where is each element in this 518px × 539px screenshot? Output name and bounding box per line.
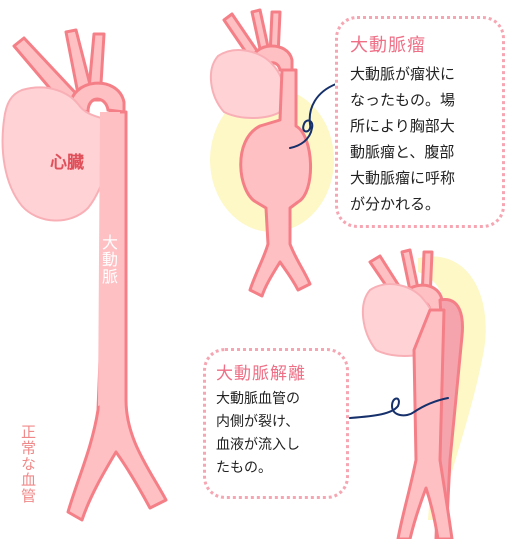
normal-aortic-arch (68, 81, 126, 114)
dissection-leader-line (349, 397, 449, 419)
dissection-true-lumen (396, 308, 454, 539)
dissection-callout: 大動脈解離 大動脈血管の 内側が裂け、 血液が流入し たもの。 (203, 348, 349, 499)
heart-label: 心臓 (50, 153, 84, 173)
normal-aorta-vessel (98, 112, 122, 406)
heart-shape (1, 86, 113, 222)
dissection-figure (361, 248, 486, 539)
dissection-callout-body: 大動脈血管の 内側が裂け、 血液が流入し たもの。 (216, 391, 300, 476)
dissection-callout-title: 大動脈解離 (216, 364, 306, 384)
aneurysm-figure (209, 8, 334, 298)
aorta-label: 大動脈 (99, 234, 118, 285)
aneurysm-aorta (239, 68, 312, 298)
aneurysm-leader-line (289, 83, 337, 149)
aneurysm-callout: 大動脈瘤 大動脈が瘤状に なったもの。場 所により胸部大 動脈瘤と、腹部 大動脈… (335, 16, 505, 228)
normal-vessel-label: 正常な血管 (19, 424, 37, 504)
aneurysm-callout-title: 大動脈瘤 (350, 35, 426, 56)
normal-aorta-figure (1, 28, 168, 522)
aneurysm-callout-body: 大動脈が瘤状に なったもの。場 所により胸部大 動脈瘤と、腹部 大動脈瘤に呼称 … (350, 65, 456, 213)
